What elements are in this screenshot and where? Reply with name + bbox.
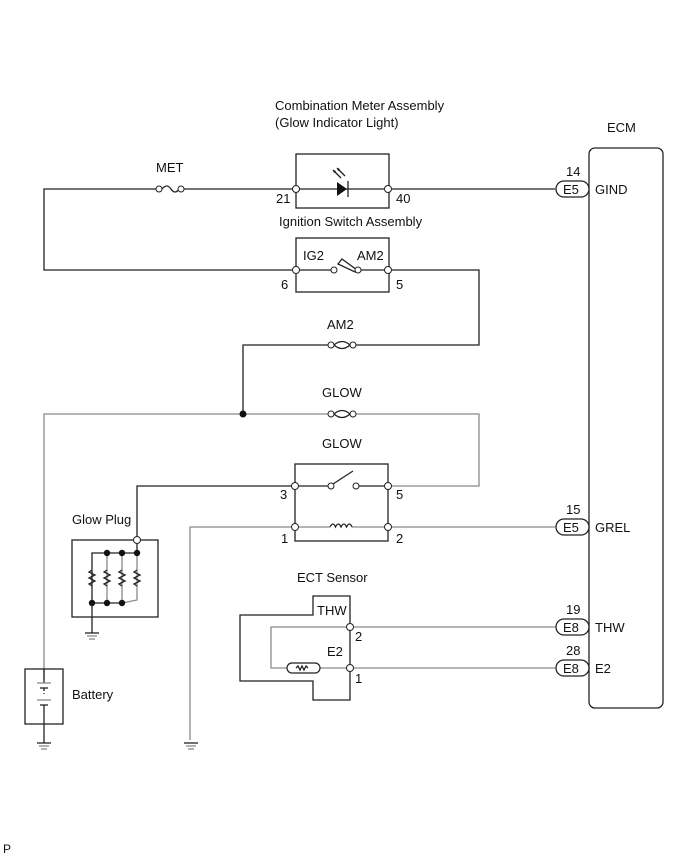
ign-pin-5-label: 5 — [396, 277, 403, 292]
ect-pin-1-label: 1 — [355, 671, 362, 686]
relay-pin-3-label: 3 — [280, 487, 287, 502]
battery-cell-icon — [37, 669, 51, 743]
fuse-met-label: MET — [156, 160, 184, 175]
fuse-met — [155, 185, 185, 193]
ecm-box — [588, 147, 664, 709]
junction-dot — [239, 410, 247, 418]
wire-relay-coil-ground — [189, 526, 295, 740]
pin-number: 28 — [566, 643, 580, 658]
ign-contact-left — [330, 266, 338, 274]
meter-title-2: (Glow Indicator Light) — [275, 115, 399, 130]
glow-relay-title: GLOW — [322, 436, 362, 451]
wire-glow-fuse-right — [356, 413, 480, 487]
relay-pin-1 — [291, 523, 299, 531]
ign-pin-6-label: 6 — [281, 277, 288, 292]
ign-pin-5 — [384, 266, 392, 274]
connector-code: E5 — [563, 182, 579, 197]
ign-label-am2: AM2 — [357, 248, 384, 263]
wire-am2-left — [242, 344, 328, 414]
ign-contact-right — [354, 266, 362, 274]
ect-label-thw: THW — [317, 603, 347, 618]
relay-ground-icon — [184, 742, 198, 750]
meter-pin-21 — [292, 185, 300, 193]
relay-pin-1-label: 1 — [281, 531, 288, 546]
glow-relay-box — [294, 463, 389, 542]
relay-pin-5 — [384, 482, 392, 490]
glow-plug-box — [71, 539, 159, 618]
battery-title: Battery — [72, 687, 114, 702]
ign-pin-6 — [292, 266, 300, 274]
pin-number: 14 — [566, 164, 580, 179]
signal-name: E2 — [595, 661, 611, 676]
meter-title-1: Combination Meter Assembly — [275, 98, 445, 113]
pin-number: 15 — [566, 502, 580, 517]
glow-plug-title: Glow Plug — [72, 512, 131, 527]
combination-meter-box — [295, 153, 390, 209]
ecm-title: ECM — [607, 120, 636, 135]
ect-sensor-title: ECT Sensor — [297, 570, 368, 585]
fuse-am2 — [327, 340, 357, 350]
meter-pin-40 — [384, 185, 392, 193]
signal-name: GREL — [595, 520, 630, 535]
relay-coil-icon — [329, 523, 353, 529]
corner-mark: P — [3, 842, 11, 855]
ect-pin-1 — [346, 664, 354, 672]
ign-label-ig2: IG2 — [303, 248, 324, 263]
battery-ground-icon — [37, 742, 51, 750]
connector-pill — [555, 180, 590, 198]
connector-code: E5 — [563, 520, 579, 535]
wire-met-loop — [43, 188, 295, 271]
connector-code: E8 — [563, 661, 579, 676]
fuse-glow — [327, 409, 357, 419]
led-icon — [332, 167, 349, 197]
ignition-switch-title: Ignition Switch Assembly — [279, 214, 423, 229]
glow-plug-terminal — [133, 536, 141, 544]
ect-pin-2 — [346, 623, 354, 631]
relay-contact-left — [327, 482, 335, 490]
glow-plug-ground-icon — [85, 632, 99, 640]
fuse-am2-label: AM2 — [327, 317, 354, 332]
connector-pill — [555, 618, 590, 636]
pin-number: 19 — [566, 602, 580, 617]
connector-code: E8 — [563, 620, 579, 635]
ect-label-e2: E2 — [327, 644, 343, 659]
relay-contact-right — [352, 482, 360, 490]
glow-plug-resistors-icon — [87, 540, 142, 633]
wire-battery-main — [43, 413, 328, 680]
relay-pin-2-label: 2 — [396, 531, 403, 546]
relay-switch-blade-icon — [332, 470, 354, 485]
wire-relay-to-glowplug — [136, 485, 295, 540]
ignition-switch-lever-icon — [336, 258, 358, 273]
signal-name: THW — [595, 620, 625, 635]
connector-pill — [555, 659, 590, 677]
signal-name: GIND — [595, 182, 628, 197]
ect-pin-2-label: 2 — [355, 629, 362, 644]
fuse-glow-label: GLOW — [322, 385, 362, 400]
meter-pin-40-label: 40 — [396, 191, 410, 206]
wire-am2-right — [356, 269, 480, 346]
relay-pin-5-label: 5 — [396, 487, 403, 502]
connector-pill — [555, 518, 590, 536]
relay-pin-3 — [291, 482, 299, 490]
ignition-switch-box — [295, 237, 390, 293]
thermistor-icon — [286, 662, 321, 674]
meter-pin-21-label: 21 — [276, 191, 290, 206]
relay-pin-2 — [384, 523, 392, 531]
